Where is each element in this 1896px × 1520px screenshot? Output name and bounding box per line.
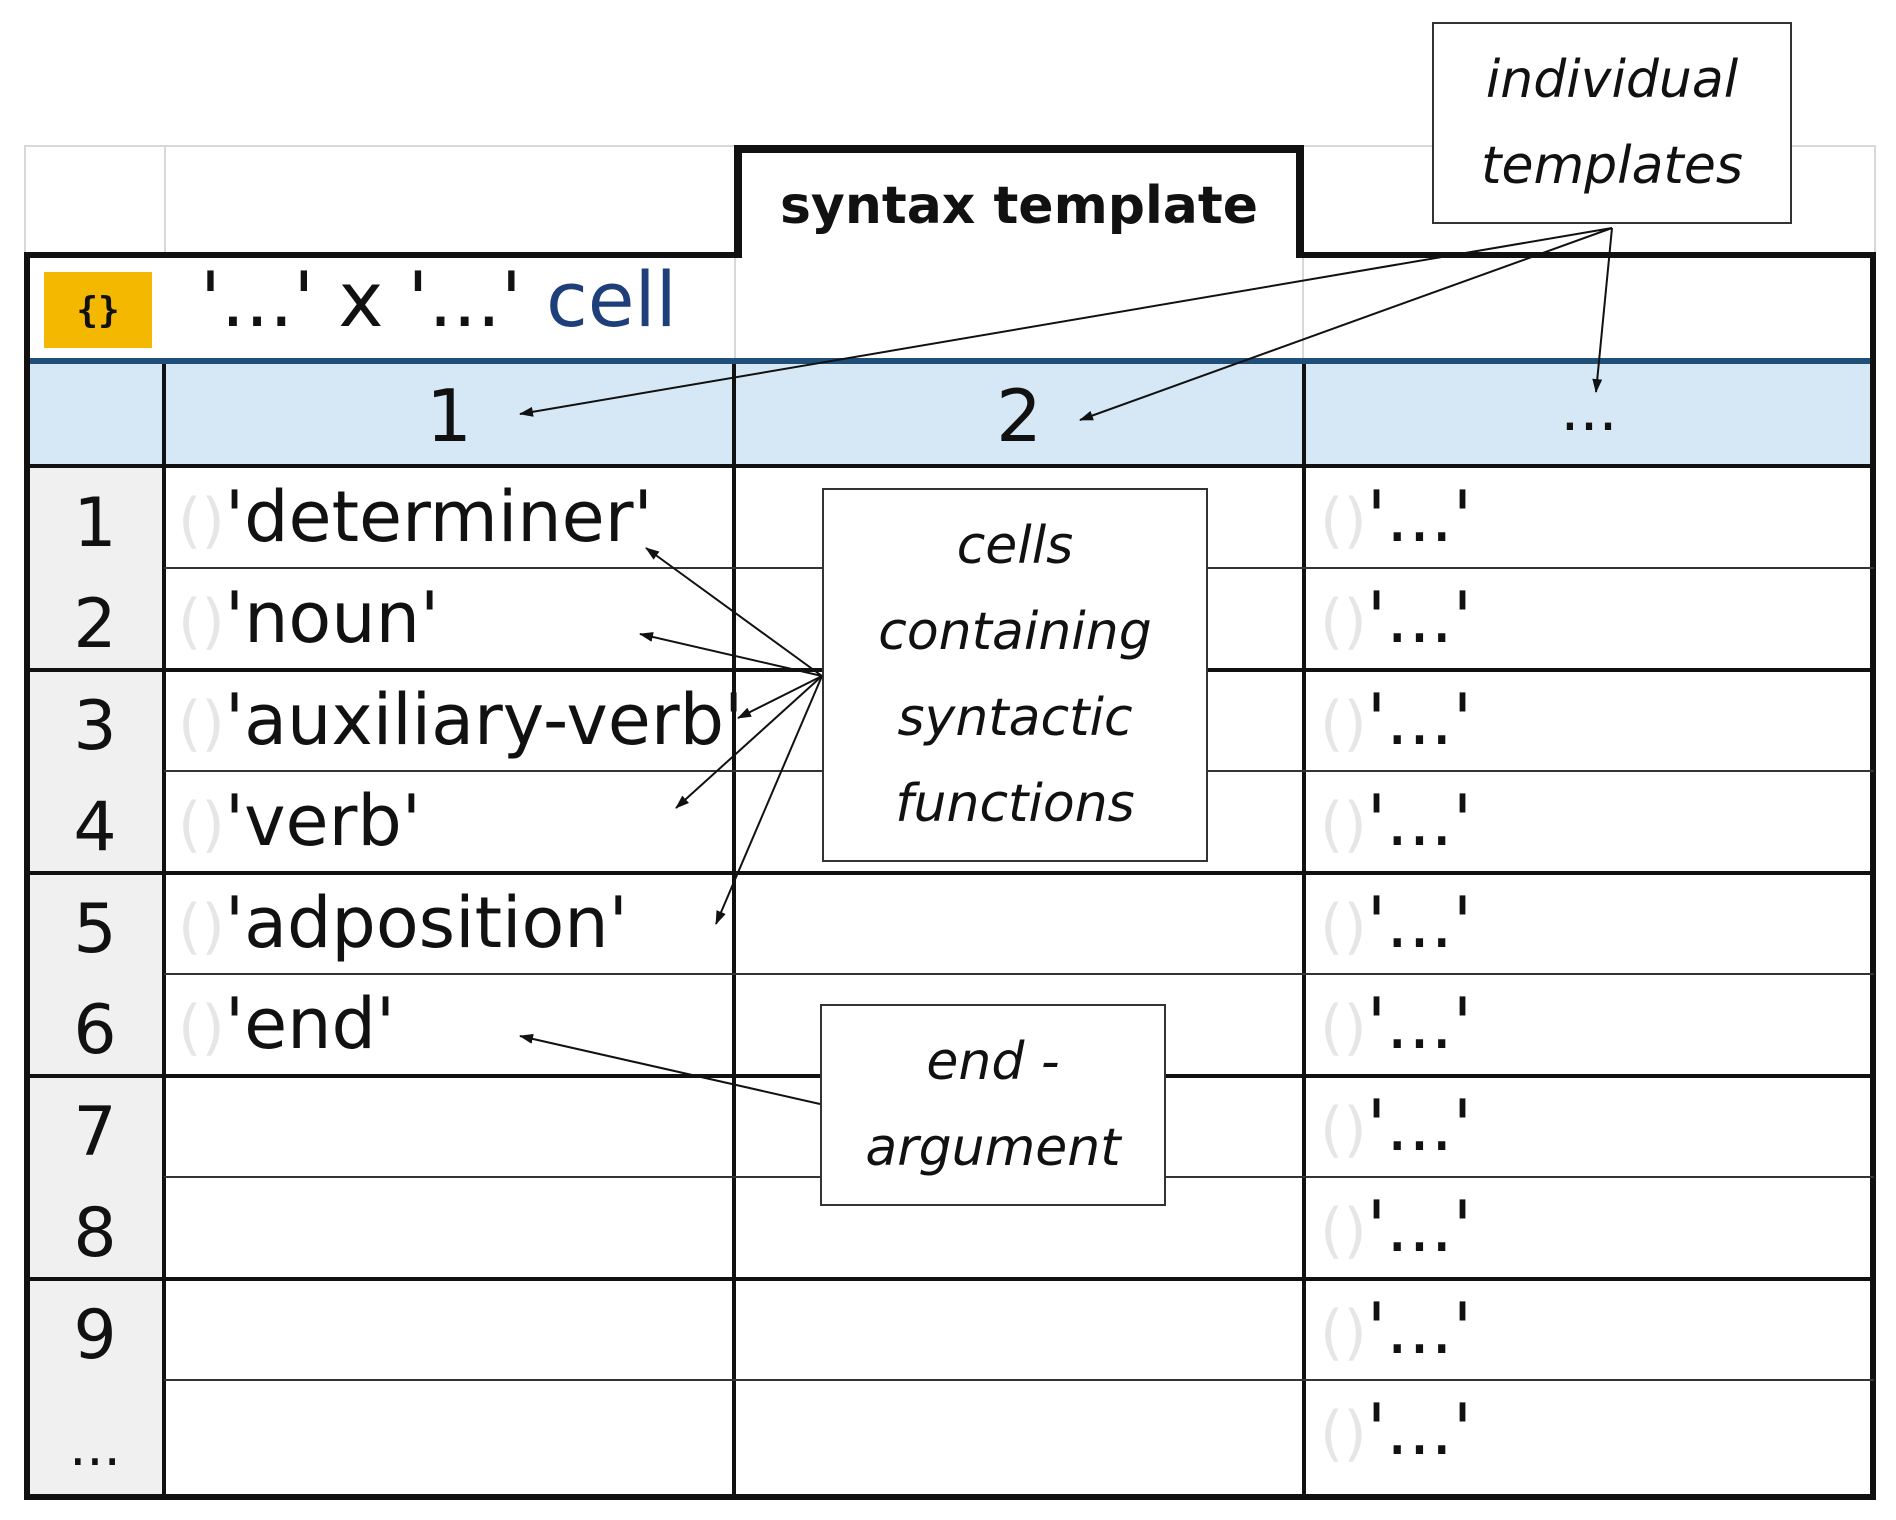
top-row-divider [164,145,166,255]
braces-icon: {} [76,289,120,331]
cell-marker: () [1320,486,1367,556]
row-line [164,973,1874,975]
table-cell[interactable]: ()'...' [1320,679,1473,761]
cell-marker: () [178,689,225,759]
cell-marker: () [1320,587,1367,657]
column-header-2[interactable]: 2 [996,374,1042,458]
cell-marker: () [1320,1095,1367,1165]
table-cell[interactable]: ()'...' [1320,1085,1473,1167]
cell-marker: () [178,486,225,556]
tab-label: syntax template [779,175,1259,236]
formula-badge[interactable]: {} [44,272,152,348]
table-cell[interactable]: ()'...' [1320,476,1473,558]
cell-marker: () [1320,892,1367,962]
table-cell[interactable]: ()'...' [1320,780,1473,862]
column-header-3[interactable]: ... [1560,375,1618,445]
cell-marker: () [1320,790,1367,860]
row-number[interactable]: 4 [73,788,117,867]
table-cell[interactable]: ()'verb' [178,780,422,862]
col-line [162,364,166,1496]
formula-divider [734,258,736,358]
callout-individual-templates: individual templates [1432,22,1792,224]
row-line [30,1277,1874,1281]
row-number[interactable]: 9 [73,1296,117,1375]
cell-marker: () [1320,993,1367,1063]
row-line [30,871,1874,875]
table-cell[interactable]: ()'end' [178,983,396,1065]
formula-divider [1302,258,1304,358]
cell-marker: () [178,790,225,860]
table-cell[interactable]: ()'auxiliary-verb' [178,679,744,761]
cell-marker: () [1320,689,1367,759]
callout-end-argument: end - argument [820,1004,1166,1206]
row-line [164,1379,1874,1381]
cell-marker: () [178,892,225,962]
row-number[interactable]: 8 [73,1194,117,1273]
cell-marker: () [178,993,225,1063]
row-number[interactable]: 2 [73,585,117,664]
col-line [732,364,736,1496]
cell-marker: () [1320,1298,1367,1368]
cell-marker: () [1320,1399,1367,1469]
table-cell[interactable]: ()'...' [1320,1389,1473,1471]
row-number[interactable]: 1 [73,484,117,563]
table-cell[interactable]: ()'...' [1320,983,1473,1065]
callout-syntactic-functions: cells containing syntactic functions [822,488,1208,862]
column-header-1[interactable]: 1 [426,374,472,458]
table-cell[interactable]: ()'adposition' [178,882,628,964]
formula-expression: '...' x '...' [200,255,522,344]
tab-syntax-template[interactable]: syntax template [734,145,1304,258]
row-number[interactable]: ... [69,1415,121,1478]
row-number[interactable]: 7 [73,1093,117,1172]
col-line [1302,364,1306,1496]
cell-marker: () [1320,1196,1367,1266]
row-number[interactable]: 3 [73,687,117,766]
formula-keyword: cell [545,255,677,344]
table-cell[interactable]: ()'noun' [178,577,440,659]
row-number[interactable]: 5 [73,890,117,969]
header-bottom-line [30,464,1870,468]
row-number-column [30,468,164,1494]
row-number[interactable]: 6 [73,991,117,1070]
table-cell[interactable]: ()'determiner' [178,476,653,558]
cell-marker: () [178,587,225,657]
table-cell[interactable]: ()'...' [1320,882,1473,964]
table-cell[interactable]: ()'...' [1320,577,1473,659]
table-cell[interactable]: ()'...' [1320,1186,1473,1268]
table-cell[interactable]: ()'...' [1320,1288,1473,1370]
formula-text[interactable]: '...' x '...' cell [200,262,677,338]
